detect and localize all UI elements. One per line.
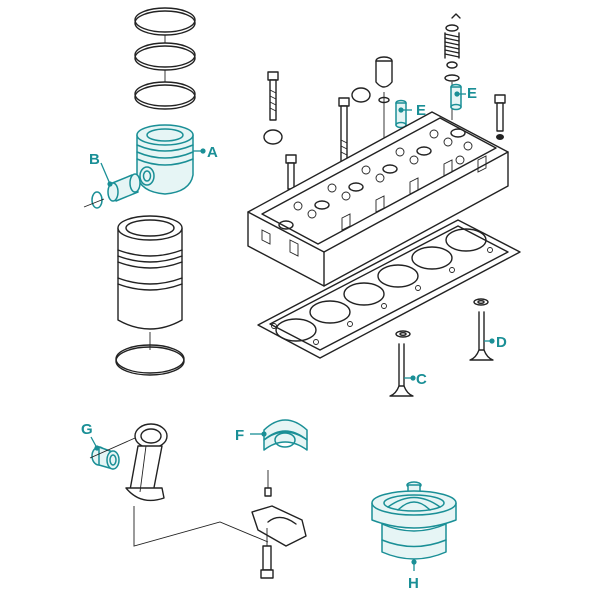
label-a: A	[207, 144, 218, 161]
valve-guide-part-e-right[interactable]	[450, 83, 462, 111]
piston-pin-part-b[interactable]	[83, 173, 141, 209]
label-d: D	[496, 334, 507, 351]
assembly-link-line	[133, 506, 269, 547]
label-e-right: E	[467, 85, 477, 102]
piston-rings	[134, 7, 196, 110]
cylinder-liner	[115, 215, 185, 376]
valve-guide-part-e-left[interactable]	[395, 99, 407, 129]
label-g: G	[81, 421, 93, 438]
label-b: B	[89, 151, 100, 168]
rod-bearing-part-f[interactable]	[263, 419, 308, 451]
piston-part-a[interactable]	[136, 124, 194, 195]
connecting-rod	[89, 423, 168, 502]
valve-spring-stack	[444, 13, 461, 120]
label-f: F	[235, 427, 244, 444]
exhaust-valve-part-d[interactable]	[469, 298, 495, 361]
cylinder-head	[247, 111, 509, 287]
rod-cap	[251, 470, 307, 579]
valve-caps	[263, 87, 371, 145]
label-h: H	[408, 575, 419, 592]
callout-labels: A B C D E E F G H	[81, 85, 507, 592]
head-gasket	[257, 219, 521, 359]
intake-valve-part-c[interactable]	[389, 330, 416, 397]
leader-lines	[90, 91, 466, 571]
thermostat-part-h[interactable]	[371, 481, 457, 560]
label-c: C	[416, 371, 427, 388]
label-e-left: E	[416, 102, 426, 119]
